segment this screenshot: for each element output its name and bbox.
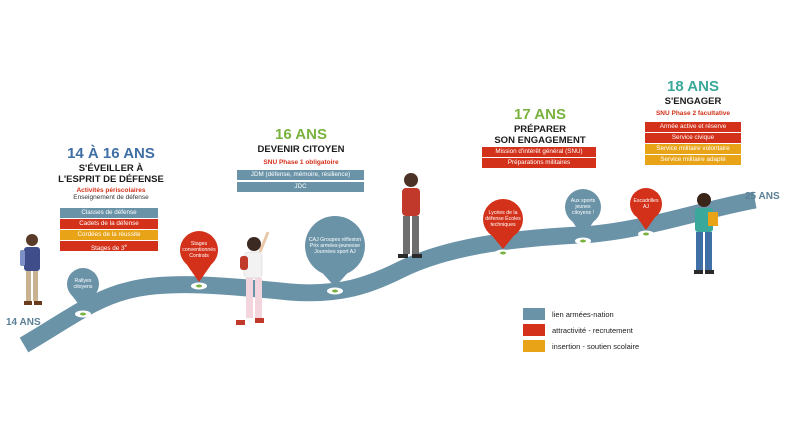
stop-markers — [75, 230, 654, 318]
stage-16: 16 ANS DEVENIR CITOYEN SNU Phase 1 oblig… — [240, 126, 362, 166]
legend-label-lien: lien armées-nation — [552, 310, 614, 319]
bubble-circle — [630, 188, 662, 220]
stage-title: DEVENIR CITOYEN — [240, 144, 362, 156]
bubble-escadrilles-aj: Escadrilles AJ — [633, 198, 659, 210]
tag-jdc: JDC — [237, 182, 364, 192]
bubble-sports-citoyens: Aux sports jeunes citoyens ! — [570, 198, 596, 216]
bubble-caj: CAJ Groupes réflexion Prix armées-jeunes… — [308, 237, 362, 255]
tag-preparations-militaires: Préparations militaires — [482, 158, 596, 168]
stage-title-line: S'ÉVEILLER À — [78, 163, 144, 174]
start-age-label: 14 ANS — [6, 317, 41, 328]
bubble-rallyes-citoyens: Rallyes citoyens — [73, 278, 93, 290]
bubble-circle — [565, 189, 601, 225]
stage-subtitle: SNU Phase 2 facultative — [655, 109, 731, 117]
stage-14-16: 14 À 16 ANS S'ÉVEILLER À L'ESPRIT DE DÉF… — [52, 145, 170, 201]
legend-swatch-lien — [523, 308, 545, 320]
bubble-circle — [483, 199, 523, 239]
stage-subtitle: SNU Phase 1 obligatoire — [263, 158, 339, 166]
person-illustration-3 — [398, 173, 422, 258]
tag-service-civique: Service civique — [645, 133, 741, 143]
tag-armee-active-reserve: Armée active et réserve — [645, 122, 741, 132]
tag-cadets-defense: Cadets de la défense — [60, 219, 158, 229]
tag-cordees-reussite: Cordées de la réussite — [60, 230, 158, 240]
stage-title-line: DEVENIR CITOYEN — [257, 144, 345, 155]
stage-title-line: S'ENGAGER — [664, 96, 722, 107]
stage-title-line: PRÉPARER — [513, 124, 567, 135]
legend-label-attractivite: attractivité - recrutement — [552, 326, 633, 335]
tag-mission-interet-general: Mission d'intérêt général (SNU) — [482, 147, 596, 157]
person-illustration-2 — [236, 231, 270, 325]
bubble-circle — [180, 231, 218, 269]
stage-title: S'ENGAGER — [640, 96, 746, 108]
tag-classes-defense: Classes de défense — [60, 208, 158, 218]
legend-swatch-insertion — [523, 340, 545, 352]
stage-age: 14 À 16 ANS — [67, 145, 155, 162]
stage-age: 16 ANS — [275, 126, 327, 143]
stage-title-line: SON ENGAGEMENT — [494, 134, 586, 146]
bubble-circle — [305, 216, 365, 276]
stage-title: PRÉPARER SON ENGAGEMENT — [484, 124, 596, 146]
stage-age: 18 ANS — [667, 78, 719, 95]
stage-18: 18 ANS S'ENGAGER SNU Phase 2 facultative — [640, 78, 746, 117]
tag-service-militaire-adapte: Service militaire adapté — [645, 155, 741, 165]
stage-age: 17 ANS — [514, 106, 566, 123]
bubble-pins — [67, 188, 662, 310]
tag-stages-3e: Stages de 3e — [60, 241, 158, 251]
tag-jdm: JDM (défense, mémoire, résilience) — [237, 170, 364, 180]
legend-label-insertion: insertion - soutien scolaire — [552, 342, 640, 351]
stage-subtitle: Activités périscolaires — [76, 187, 146, 194]
stage-title-line: L'ESPRIT DE DÉFENSE — [58, 173, 164, 185]
tag-service-militaire-volontaire: Service militaire volontaire — [645, 144, 741, 154]
stage-subtitle-2: Enseignement de défense — [73, 194, 149, 201]
road-path — [19, 191, 757, 353]
stage-title: S'ÉVEILLER À L'ESPRIT DE DÉFENSE — [52, 163, 170, 185]
person-illustration-4 — [694, 193, 718, 274]
stage-17: 17 ANS PRÉPARER SON ENGAGEMENT — [484, 106, 596, 146]
legend-swatch-attractivite — [523, 324, 545, 336]
person-illustration-1 — [20, 234, 42, 305]
end-age-label: 25 ANS — [745, 191, 780, 202]
bubble-lycees-defense: Lycées de la défense Écoles techniques — [485, 210, 521, 228]
bubble-stages-conventionnes: Stages conventionnés Contrats — [182, 241, 216, 259]
bubble-circle — [67, 268, 99, 300]
